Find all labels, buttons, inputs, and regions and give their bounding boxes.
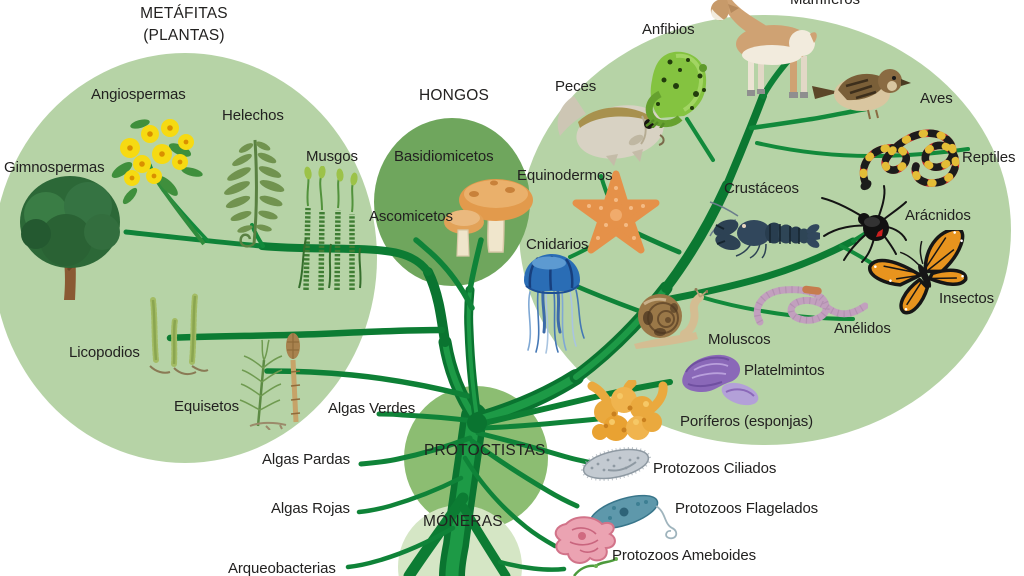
label-angiospermas: Angiospermas: [91, 86, 186, 103]
spider-illustration: [821, 185, 907, 263]
mushrooms-illustration: [444, 179, 533, 257]
angiosperm-flowers-illustration: [111, 119, 206, 246]
horsetail-illustration: [239, 333, 301, 430]
fern-illustration: [224, 139, 285, 248]
monarch-butterfly-illustration: [868, 230, 968, 315]
label-equinodermos: Equinodermos: [517, 167, 613, 184]
label-basidiomicetos: Basidiomicetos: [394, 148, 494, 165]
coral-snake-illustration: [859, 129, 960, 191]
flatworm-illustration: [682, 354, 759, 406]
kingdom-label-metafitas-line2: (PLANTAS): [143, 27, 225, 44]
label-algas-verdes: Algas Verdes: [328, 400, 416, 417]
fish-illustration: [557, 96, 665, 166]
label-platelmintos: Platelmintos: [744, 362, 825, 379]
label-gimnospermas: Gimnospermas: [4, 159, 105, 176]
label-protozoos-ciliados: Protozoos Ciliados: [653, 460, 777, 477]
frog-illustration: [645, 51, 707, 128]
sponge-porifera-illustration: [587, 380, 668, 441]
plants-kingdom-circle: [0, 53, 377, 463]
label-ascomicetos: Ascomicetos: [369, 208, 453, 225]
label-reptiles: Reptiles: [962, 149, 1016, 166]
kingdom-label-metafitas-line1: METÁFITAS: [140, 5, 228, 22]
tree-branches: [123, 49, 970, 576]
snail-mollusc-illustration: [634, 288, 708, 349]
label-protozoos-flagelados: Protozoos Flagelados: [675, 500, 819, 517]
label-musgos: Musgos: [306, 148, 358, 165]
label-peces: Peces: [555, 78, 597, 95]
label-cnidarios: Cnidarios: [526, 236, 589, 253]
label-anfibios: Anfibios: [642, 21, 695, 38]
label-mamiferos: Mamíferos: [790, 0, 860, 8]
starfish-echinoderm-illustration: [572, 170, 660, 254]
sparrow-bird-illustration: [812, 69, 911, 120]
paramecium-ciliate-illustration: [581, 447, 651, 481]
lobster-crustacean-illustration: [709, 201, 820, 259]
label-insectos: Insectos: [939, 290, 995, 307]
goat-mammal-illustration: [710, 0, 817, 98]
label-crustaceos: Crustáceos: [724, 180, 799, 197]
moss-illustration: [298, 166, 362, 290]
kingdom-label-metafitas: METÁFITAS (PLANTAS): [110, 3, 258, 47]
label-aves: Aves: [920, 90, 953, 107]
kingdom-label-moneras: MÓNERAS: [423, 513, 503, 530]
gymnosperm-tree-illustration: [20, 176, 120, 300]
amoeba-illustration: [554, 516, 616, 564]
label-algas-rojas: Algas Rojas: [271, 500, 350, 517]
label-algas-pardas: Algas Pardas: [262, 451, 351, 468]
label-helechos: Helechos: [222, 107, 284, 124]
label-equisetos: Equisetos: [174, 398, 239, 415]
bacteria-sprig-illustration: [573, 557, 618, 576]
label-licopodios: Licopodios: [69, 344, 140, 361]
kingdom-label-hongos: HONGOS: [419, 87, 490, 104]
kingdom-label-protoctistas: PROTOCTISTAS: [424, 442, 546, 459]
jellyfish-cnidarian-illustration: [524, 254, 585, 354]
label-anelidos: Anélidos: [834, 320, 891, 337]
lycopod-illustration: [149, 293, 209, 376]
label-arqueobacterias: Arqueobacterias: [228, 560, 336, 576]
earthworm-annelid-illustration: [753, 285, 868, 326]
label-aracnidos: Arácnidos: [905, 207, 971, 224]
label-protozoos-ameboides: Protozoos Ameboides: [612, 547, 757, 564]
label-moluscos: Moluscos: [708, 331, 771, 348]
label-poriferos: Poríferos (esponjas): [680, 413, 814, 430]
